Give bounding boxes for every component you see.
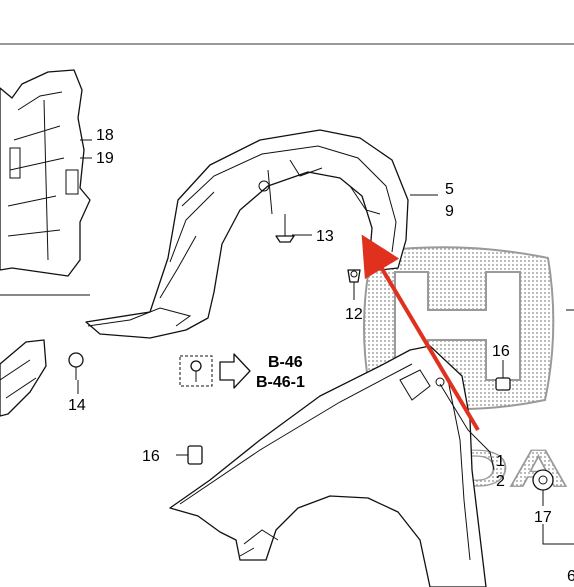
bolt-16-upper — [495, 362, 511, 391]
callout-9: 9 — [445, 203, 454, 220]
callout-12: 12 — [345, 306, 363, 323]
callout-18: 18 — [96, 127, 114, 144]
callout-5: 5 — [445, 181, 454, 198]
callout-17: 17 — [534, 509, 552, 526]
clip-12-part — [347, 269, 361, 283]
clip-14-part — [68, 352, 84, 380]
callout-13: 13 — [316, 228, 334, 245]
callout-6: 6 — [567, 568, 574, 585]
callout-14: 14 — [68, 397, 86, 414]
bolt-16-lower — [176, 445, 203, 465]
leader-lines — [77, 139, 574, 545]
splash-guard-part — [0, 69, 91, 296]
clip-13-part — [275, 214, 295, 243]
reference-symbol — [179, 353, 251, 389]
callout-16-upper: 16 — [492, 343, 510, 360]
ref-b46: B-46 — [268, 354, 303, 371]
ref-b46-1: B-46-1 — [256, 374, 305, 391]
callout-2: 2 — [496, 473, 505, 490]
highlight-arrow — [361, 234, 480, 432]
callout-19: 19 — [96, 150, 114, 167]
front-fender-part — [169, 345, 487, 587]
callout-1: 1 — [496, 453, 505, 470]
side-trim-part — [0, 339, 47, 417]
callout-16-lower: 16 — [142, 448, 160, 465]
nut-17-part — [532, 469, 554, 491]
